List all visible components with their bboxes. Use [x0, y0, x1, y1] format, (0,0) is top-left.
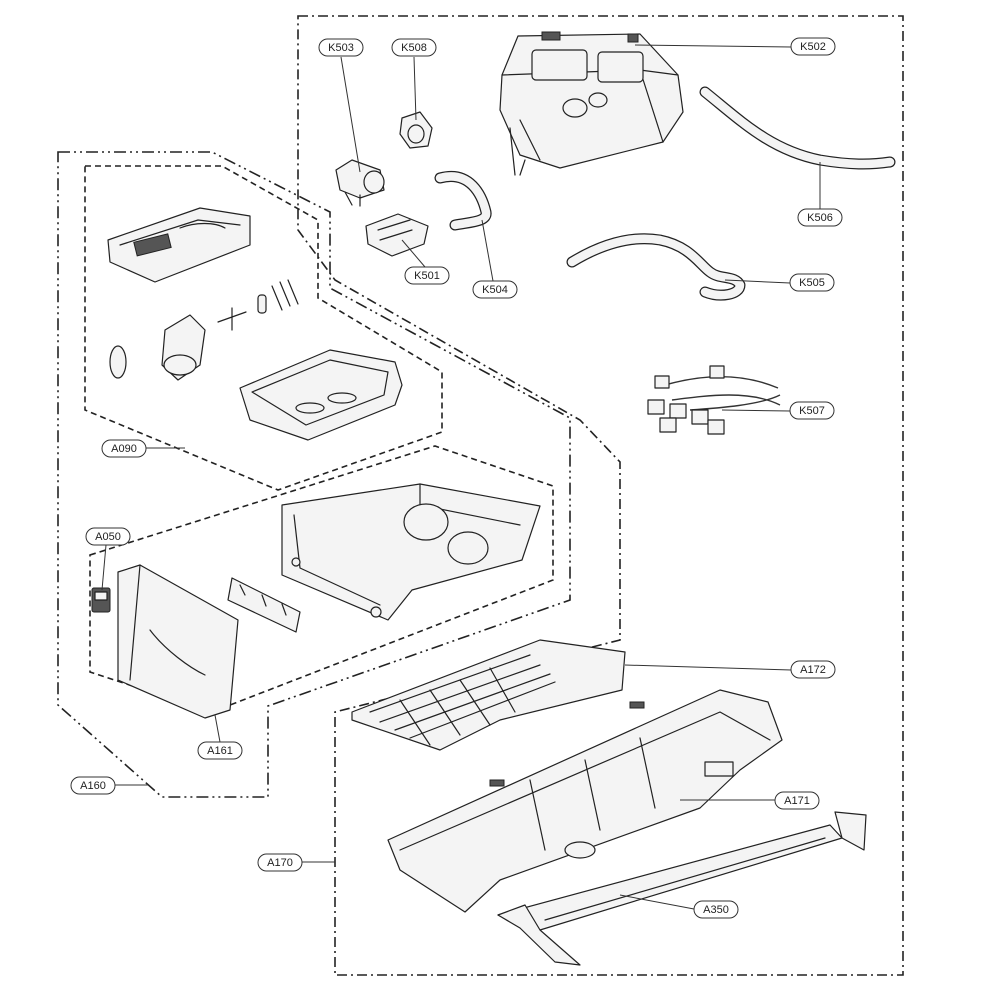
callout-a172: A172 [790, 660, 836, 679]
boundary-a160 [57, 151, 571, 798]
a161-drawer-panel [117, 564, 239, 719]
svg-text:K502: K502 [800, 41, 826, 53]
boundary-a161 [89, 445, 554, 713]
svg-text:K505: K505 [799, 277, 825, 289]
callout-a171: A171 [774, 791, 820, 810]
svg-text:A090: A090 [111, 443, 137, 455]
callout-k505: K505 [789, 273, 835, 292]
k506-hose [699, 86, 896, 170]
callout-a160: A160 [70, 776, 116, 795]
callout-k508: K508 [391, 38, 437, 57]
leader-lines [101, 44, 821, 910]
a050-label [91, 587, 111, 613]
a171-housing [387, 689, 783, 913]
callout-a161: A161 [197, 741, 243, 760]
k507-wire-harness [647, 365, 781, 435]
k504-hose [434, 171, 492, 231]
k502-valve-manifold [499, 31, 684, 176]
boundary-a090 [84, 165, 443, 491]
callout-k502: K502 [790, 37, 836, 56]
callout-a090: A090 [101, 439, 147, 458]
svg-text:A160: A160 [80, 780, 106, 792]
callout-k501: K501 [404, 266, 450, 285]
callout-a170: A170 [257, 853, 303, 872]
a090-siphon-cap [161, 314, 206, 381]
svg-text:K506: K506 [807, 212, 833, 224]
svg-text:A350: A350 [703, 904, 729, 916]
callout-a350: A350 [693, 900, 739, 919]
k505-hose [566, 233, 746, 301]
k508-clamp [399, 111, 433, 149]
svg-text:A170: A170 [267, 857, 293, 869]
callout-a050: A050 [85, 527, 131, 546]
svg-text:K508: K508 [401, 42, 427, 54]
callout-k504: K504 [472, 280, 518, 299]
a090-tray [239, 349, 403, 441]
k501-connector [365, 213, 429, 257]
a090-small-fittings [217, 279, 299, 331]
a172-grille-cover [351, 639, 626, 751]
a090-cap-assembly [107, 207, 251, 283]
a350-bracket [497, 811, 867, 966]
svg-text:A050: A050 [95, 531, 121, 543]
svg-text:K501: K501 [414, 270, 440, 282]
a161-handle-insert [227, 577, 301, 633]
callout-k503: K503 [318, 38, 364, 57]
svg-text:K504: K504 [482, 284, 508, 296]
k503-valve [335, 159, 385, 207]
svg-text:A172: A172 [800, 664, 826, 676]
a161-drawer-body [281, 483, 541, 621]
a090-seal-ring [109, 345, 127, 379]
callout-k507: K507 [789, 401, 835, 420]
callout-k506: K506 [797, 208, 843, 227]
svg-text:K503: K503 [328, 42, 354, 54]
svg-text:A161: A161 [207, 745, 233, 757]
svg-text:K507: K507 [799, 405, 825, 417]
svg-text:A171: A171 [784, 795, 810, 807]
